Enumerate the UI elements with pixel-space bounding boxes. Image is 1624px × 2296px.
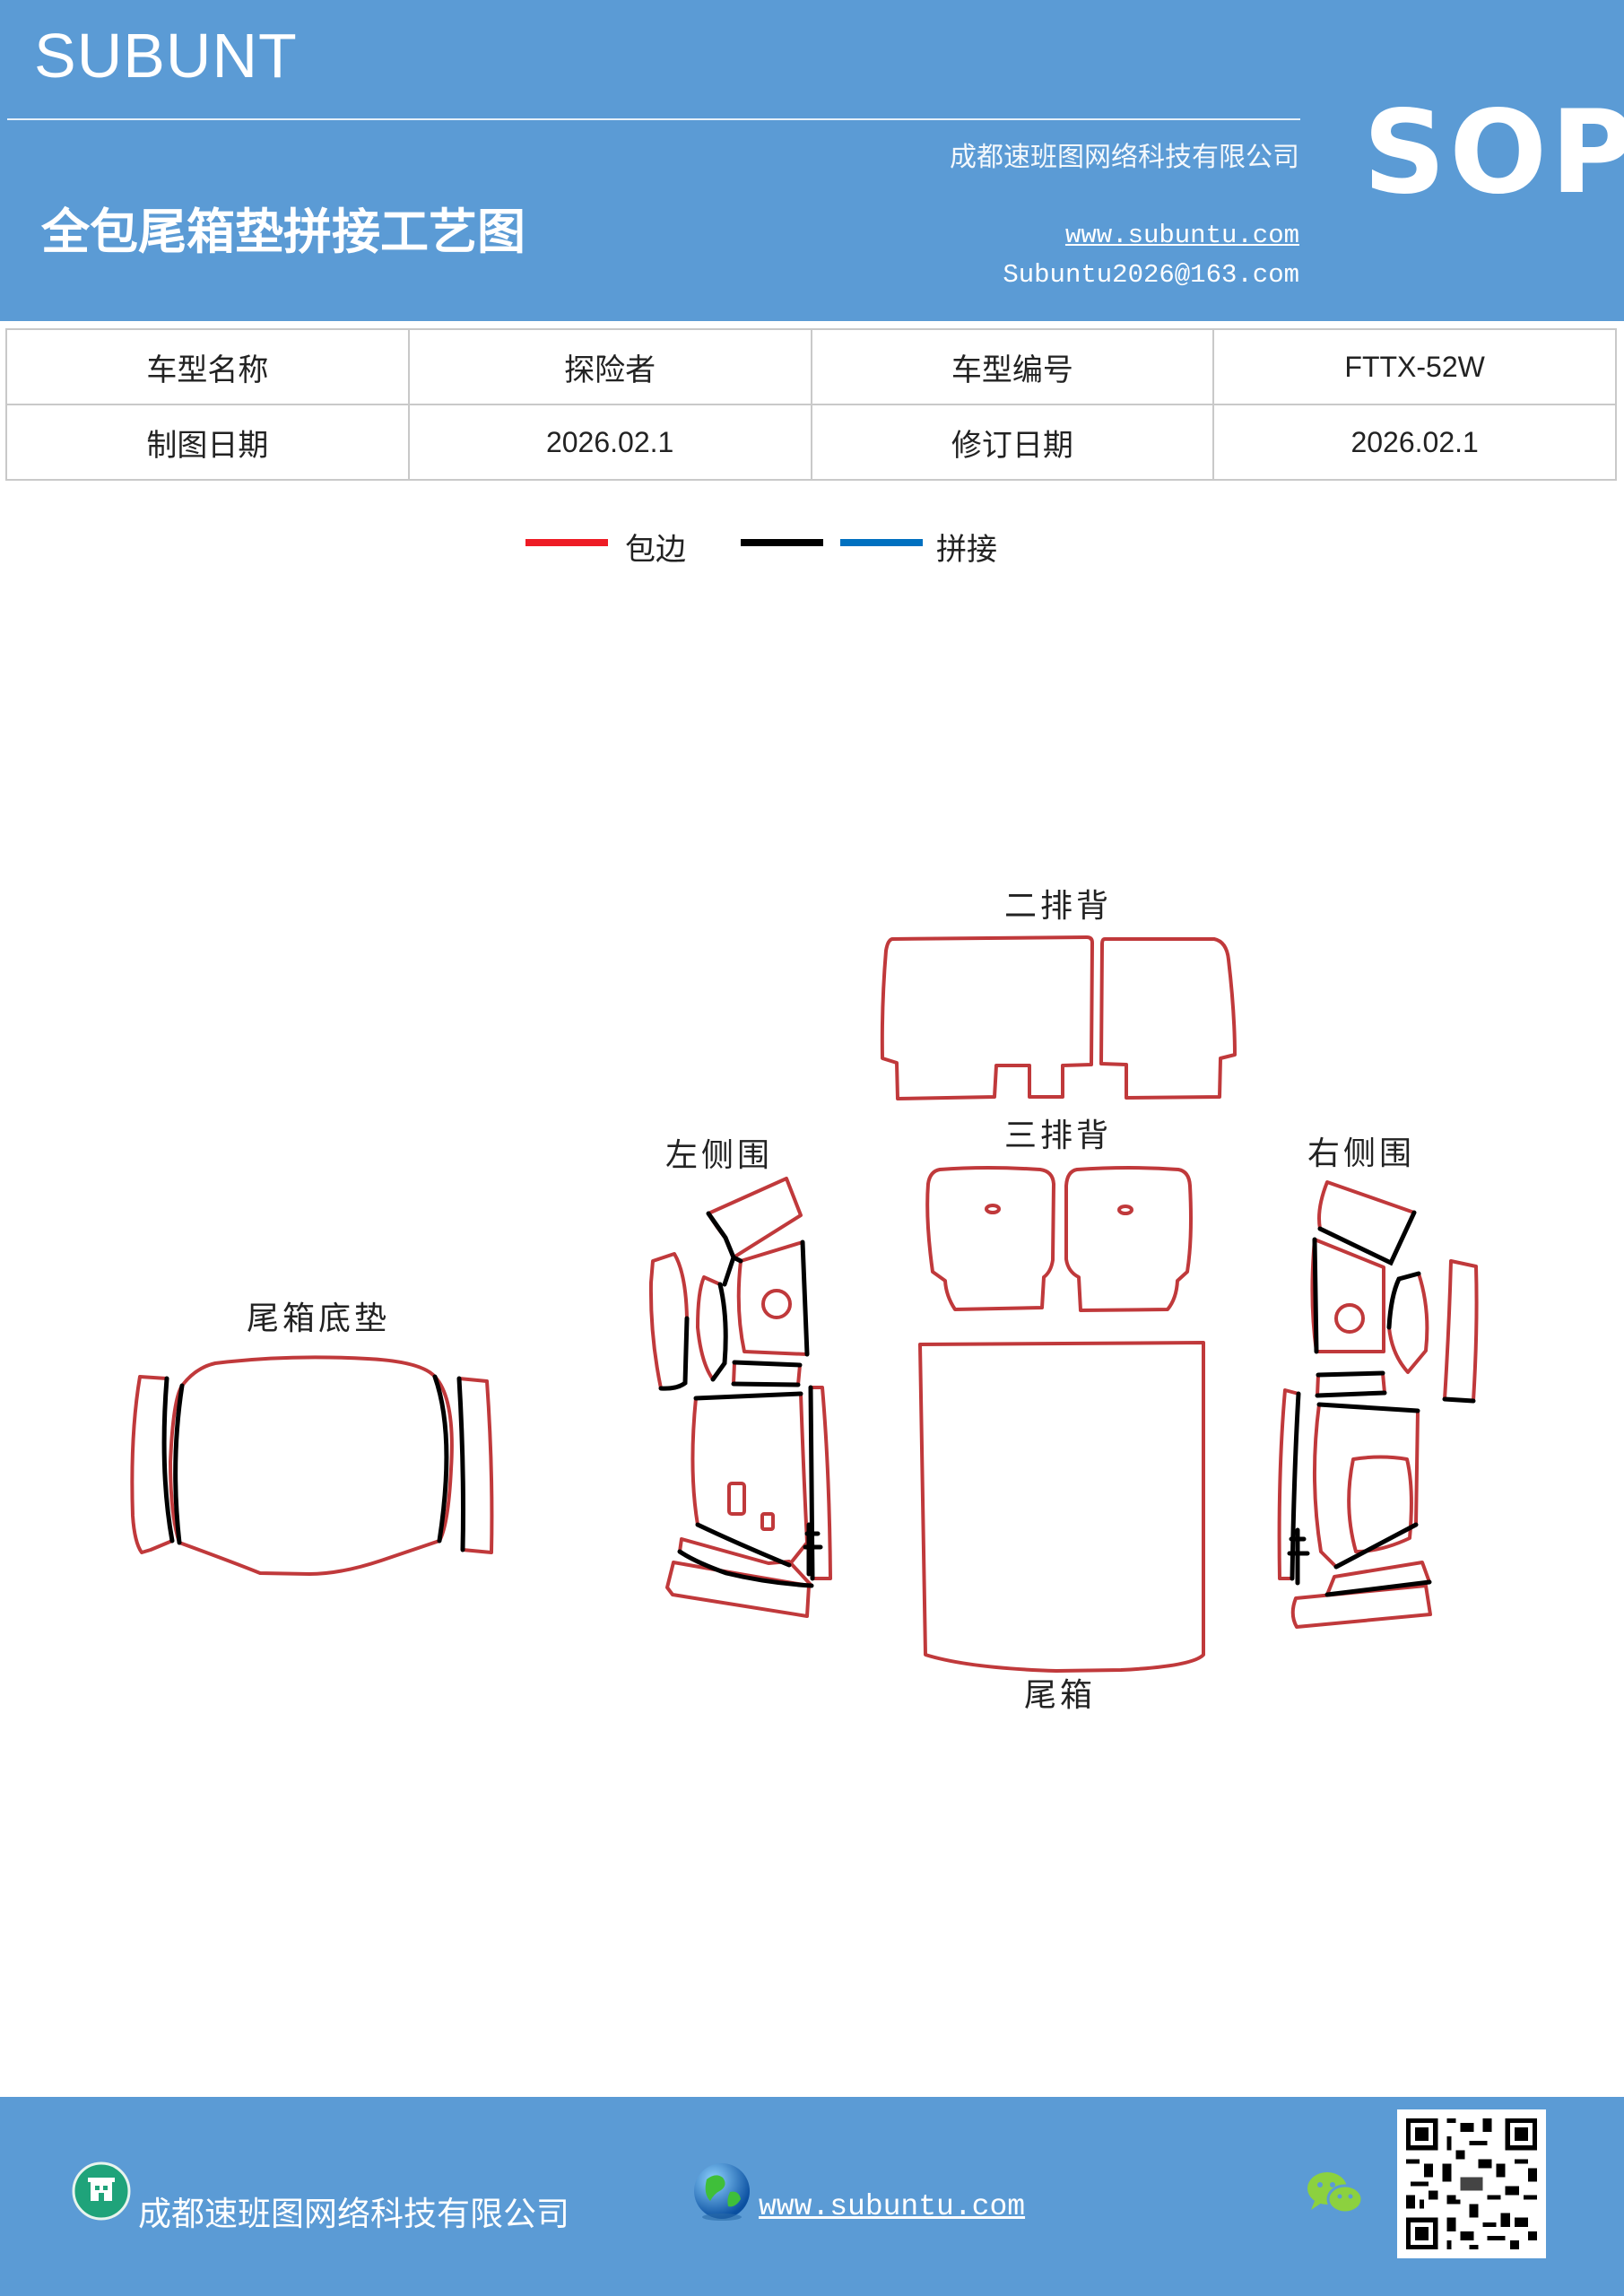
legend-label: 包边 xyxy=(625,532,686,568)
seam-line xyxy=(173,1383,185,1545)
seam-line xyxy=(1316,1402,1420,1413)
header-company: 成都速班图网络科技有限公司 xyxy=(950,142,1299,173)
seam-line xyxy=(1333,1522,1419,1570)
globe-icon xyxy=(694,2163,750,2221)
second-row-back-right-panel xyxy=(1099,937,1237,1100)
seam-line xyxy=(706,1211,736,1260)
footer-banner: 成都速班图网络科技有限公司 www.subuntu.com xyxy=(0,2097,1624,2296)
qr-code xyxy=(1397,2109,1546,2258)
seam-line xyxy=(693,1391,803,1401)
header-divider xyxy=(7,118,1300,120)
line-legend: 包边 拼接 xyxy=(0,525,1624,578)
header-email[interactable]: Subuntu2026@163.com xyxy=(1003,260,1299,290)
seam-line xyxy=(731,1360,803,1387)
right-side-window-panel xyxy=(1347,1455,1413,1553)
legend-swatch-blue xyxy=(840,539,923,546)
footer-website-link[interactable]: www.subuntu.com xyxy=(759,2190,1026,2223)
footer-company: 成都速班图网络科技有限公司 xyxy=(138,2195,569,2233)
part-label-second-row-back: 二排背 xyxy=(1004,888,1112,925)
right-side-bottom-strip xyxy=(1290,1584,1432,1629)
building-icon xyxy=(72,2161,131,2221)
left-side-lower-panel xyxy=(690,1392,809,1567)
wechat-icon[interactable] xyxy=(1304,2167,1367,2221)
left-side-upper-panel xyxy=(736,1240,809,1356)
brand-name: SUBUNT xyxy=(34,21,298,91)
seam-line xyxy=(456,1376,465,1552)
table-cell: FTTX-52W xyxy=(1212,328,1617,405)
trunk-floor-panel xyxy=(918,1341,1205,1673)
table-cell: 制图日期 xyxy=(5,404,410,481)
seam-line xyxy=(677,1549,814,1588)
seam-line xyxy=(710,1282,728,1382)
part-label-trunk-bottom: 尾箱底垫 xyxy=(247,1300,390,1337)
legend-swatch-red xyxy=(525,539,608,546)
seam-line xyxy=(1324,1579,1432,1597)
part-label-right-side: 右侧围 xyxy=(1307,1135,1415,1172)
seam-line xyxy=(1442,1396,1476,1404)
seam-line xyxy=(1312,1237,1319,1354)
seam-line xyxy=(1287,1527,1310,1586)
table-row: 制图日期 2026.02.1 修订日期 2026.02.1 xyxy=(5,404,1617,481)
part-label-third-row-back: 三排背 xyxy=(1004,1118,1112,1154)
seam-line xyxy=(803,1522,823,1577)
left-side-bottom-strip xyxy=(665,1561,811,1618)
seam-line xyxy=(658,1316,690,1391)
seam-line xyxy=(1386,1271,1421,1330)
sop-badge: SOP xyxy=(1363,86,1624,220)
seam-line xyxy=(1317,1210,1417,1266)
part-label-left-side: 左侧围 xyxy=(665,1137,773,1174)
seam-line xyxy=(722,1254,743,1287)
header-banner: SUBUNT 成都速班图网络科技有限公司 全包尾箱垫拼接工艺图 www.subu… xyxy=(0,0,1624,321)
seam-line xyxy=(432,1374,449,1544)
table-cell: 探险者 xyxy=(407,328,812,405)
vehicle-info-table: 车型名称 探险者 车型编号 FTTX-52W 制图日期 2026.02.1 修订… xyxy=(5,328,1617,481)
right-side-outer-strip xyxy=(1443,1259,1479,1403)
seam-line xyxy=(161,1376,175,1544)
left-side-edge-strip xyxy=(809,1386,832,1580)
seam-line xyxy=(1315,1370,1387,1398)
part-label-trunk: 尾箱 xyxy=(1024,1677,1096,1714)
table-cell: 车型名称 xyxy=(5,328,410,405)
second-row-back-left-panel xyxy=(880,935,1094,1100)
table-cell: 修订日期 xyxy=(810,404,1215,481)
seam-line xyxy=(695,1522,792,1568)
table-cell: 车型编号 xyxy=(810,328,1215,405)
legend-label: 拼接 xyxy=(936,532,997,568)
third-row-back-left-panel xyxy=(925,1166,1055,1311)
document-title: 全包尾箱垫拼接工艺图 xyxy=(41,204,525,260)
table-cell: 2026.02.1 xyxy=(407,404,812,481)
legend-swatch-black xyxy=(741,539,823,546)
left-side-outer-strip xyxy=(648,1252,689,1391)
table-cell: 2026.02.1 xyxy=(1212,404,1617,481)
trunk-pad-center-panel xyxy=(169,1355,454,1576)
table-row: 车型名称 探险者 车型编号 FTTX-52W xyxy=(5,328,1617,405)
seam-line xyxy=(800,1239,810,1357)
third-row-back-right-panel xyxy=(1064,1166,1193,1312)
header-website-link[interactable]: www.subuntu.com xyxy=(1064,221,1299,250)
